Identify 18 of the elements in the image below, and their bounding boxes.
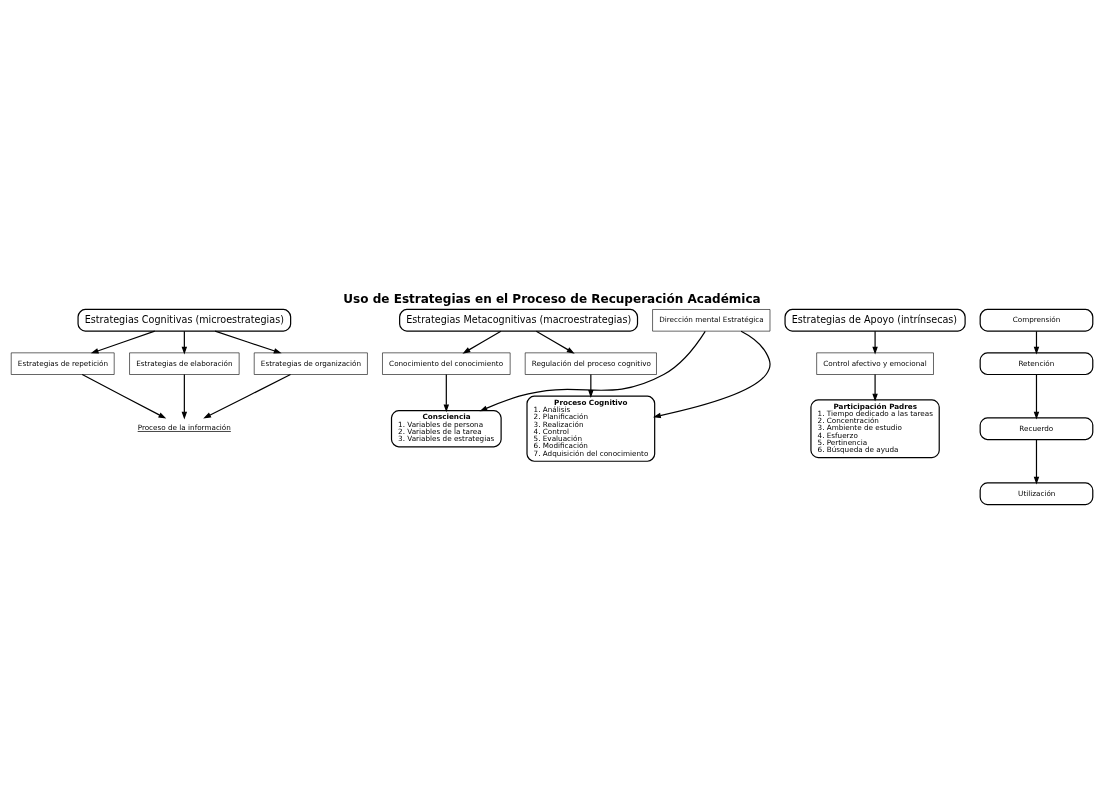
arrow — [479, 330, 706, 411]
arrow — [535, 330, 575, 354]
node-box: Estrategias Cognitivas (microestrategias) — [77, 308, 292, 332]
arrow — [872, 373, 878, 401]
arrow — [872, 330, 878, 355]
arrow — [1033, 373, 1040, 419]
arrow — [214, 330, 282, 353]
node-box: Estrategias de Apoyo (intrínsecas) — [784, 308, 966, 332]
arrow — [462, 330, 502, 354]
arrow — [203, 373, 292, 419]
arrow — [90, 330, 156, 353]
node-box: Estrategias Metacognitivas (macroestrategias) — [399, 308, 639, 332]
arrow — [443, 373, 450, 412]
arrow — [181, 373, 188, 419]
arrow — [653, 330, 771, 418]
diagram-title: Uso de Estrategias en el Proceso de Recuperación Académica — [343, 291, 761, 306]
arrow — [81, 373, 167, 419]
arrow — [1033, 438, 1040, 485]
